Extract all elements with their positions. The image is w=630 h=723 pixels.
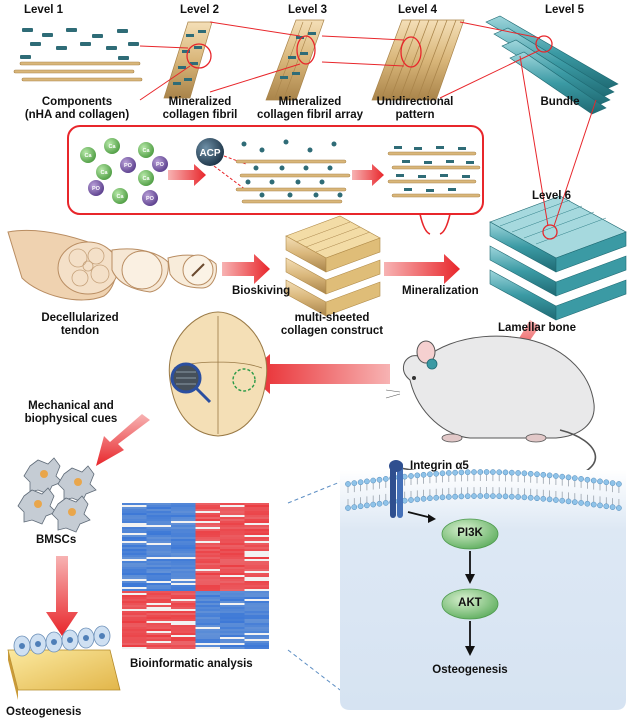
level3-caption: Mineralized collagen fibril array	[256, 96, 364, 121]
ca-ion-label: Ca	[100, 170, 108, 176]
ca-ion-label: Ca	[116, 194, 124, 200]
level2-fibril-graphic	[139, 21, 213, 101]
level5-bundle-graphic	[439, 15, 619, 115]
construct-caption: multi-sheeted collagen construct	[280, 312, 384, 337]
osteoblast-layer-graphic	[7, 625, 121, 700]
acp-to-mineral-arrow	[352, 164, 384, 186]
signaling-panel	[340, 460, 626, 710]
mineralized-collagen-graphic	[387, 146, 481, 198]
po4-ion-label: PO	[146, 196, 155, 202]
osteogenesis-right-label: Osteogenesis	[432, 664, 508, 676]
bmsc-cells-graphic	[17, 457, 97, 533]
integrin-label: Integrin α5	[410, 460, 469, 472]
tendon-graphic	[7, 229, 217, 301]
level5-title: Level 5	[545, 4, 584, 16]
ca-ion-label: Ca	[84, 153, 92, 159]
cues-caption: Mechanical and biophysical cues	[24, 400, 118, 425]
acp-label: ACP	[199, 148, 220, 159]
level4-caption: Unidirectional pattern	[376, 96, 454, 121]
level2-caption: Mineralized collagen fibril	[162, 96, 238, 121]
collagen-construct-graphic	[285, 215, 381, 317]
level4-title: Level 4	[398, 4, 437, 16]
pi3k-label: PI3K	[457, 527, 483, 539]
level4-pattern-graphic	[321, 19, 465, 101]
level5-caption: Bundle	[540, 96, 580, 108]
heatmap-graphic	[122, 503, 269, 649]
bioskiving-arrow	[222, 254, 270, 284]
level1-caption: Components (nHA and collagen)	[24, 96, 130, 121]
differentiation-arrow	[46, 556, 78, 636]
level3-title: Level 3	[288, 4, 327, 16]
ca-ion-label: Ca	[108, 144, 116, 150]
cell-membrane-graphic	[345, 469, 622, 511]
ca-ion-label: Ca	[142, 148, 150, 154]
po4-ion-label: PO	[124, 163, 133, 169]
lamellar-bone-graphic	[489, 55, 627, 321]
akt-label: AKT	[458, 597, 482, 609]
level3-array-graphic	[209, 19, 325, 101]
level2-title: Level 2	[180, 4, 219, 16]
cues-arrow	[96, 414, 150, 466]
level1-title: Level 1	[24, 4, 63, 16]
integrin-receptor-graphic	[389, 460, 403, 518]
rat-graphic	[385, 335, 597, 484]
mineralization-arrow	[384, 254, 460, 284]
skull-graphic	[168, 311, 268, 437]
osteogenesis-left-label: Osteogenesis	[6, 706, 82, 718]
bioinformatic-label: Bioinformatic analysis	[130, 658, 253, 670]
akt-node	[441, 588, 499, 620]
collagen-with-acp-graphic	[235, 139, 351, 204]
lamellar-bone-caption: Lamellar bone	[498, 322, 576, 334]
mineralization-label: Mineralization	[402, 285, 479, 297]
bmsc-label: BMSCs	[36, 534, 77, 546]
po4-ion-label: PO	[156, 162, 165, 168]
ion-cluster: Ca Ca Ca Ca Ca Ca PO PO PO PO	[80, 138, 168, 206]
level6-title: Level 6	[532, 190, 571, 202]
bioskiving-label: Bioskiving	[232, 285, 291, 297]
ca-ion-label: Ca	[142, 176, 150, 182]
level1-components-graphic	[13, 28, 143, 82]
skull-arrow	[248, 354, 390, 394]
tendon-caption: Decellularized tendon	[41, 312, 119, 337]
mineralization-mechanism-box: Ca Ca Ca Ca Ca Ca PO PO PO PO ACP	[67, 125, 484, 235]
po4-ion-label: PO	[92, 186, 101, 192]
acp-sphere	[196, 138, 224, 166]
pi3k-node	[441, 518, 499, 550]
ion-to-acp-arrow	[168, 164, 206, 186]
